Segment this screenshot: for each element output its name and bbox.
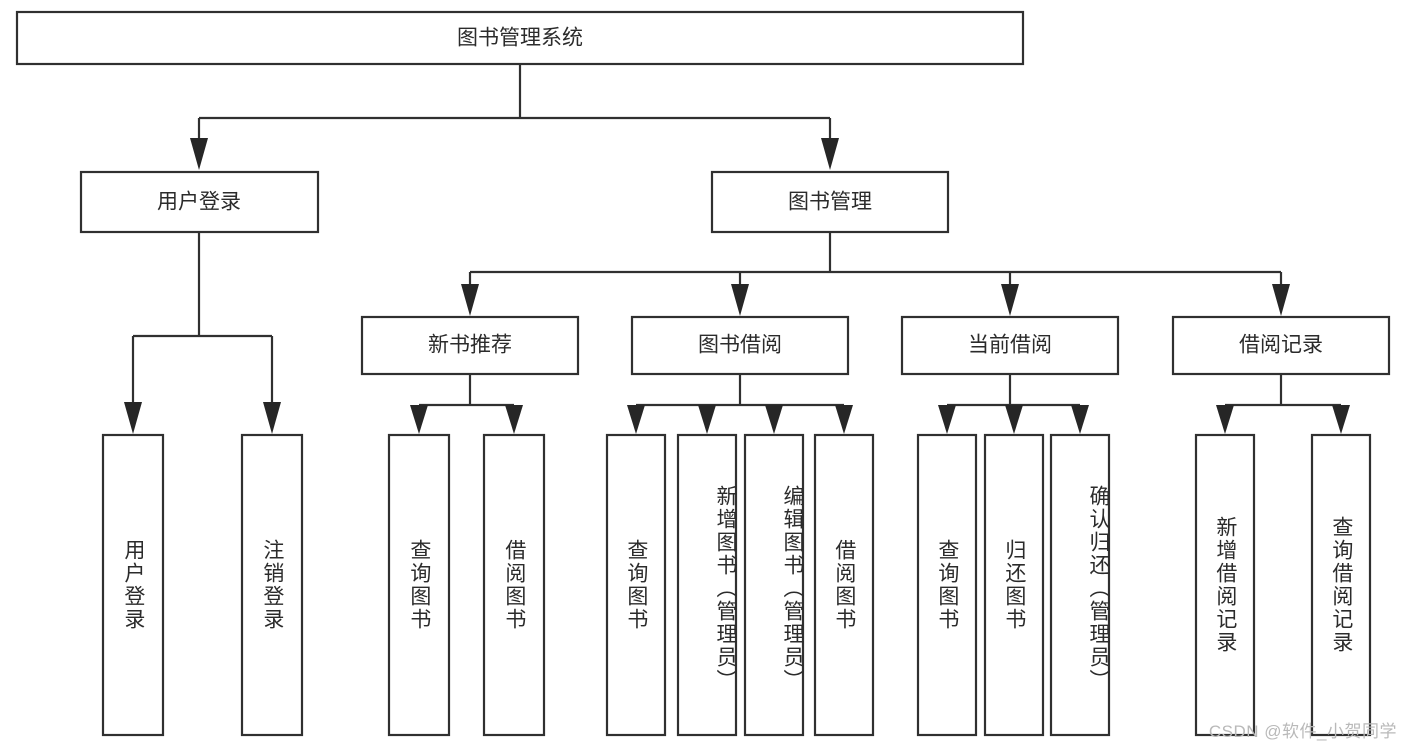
node-new-book-recommend[interactable]: 新书推荐 bbox=[360, 315, 580, 376]
node-root[interactable]: 图书管理系统 bbox=[15, 10, 1025, 66]
arrow-head-newbook-leaf1 bbox=[410, 405, 428, 434]
node-root-box[interactable] bbox=[15, 10, 1025, 66]
node-current-borrow[interactable]: 当前借阅 bbox=[900, 315, 1120, 376]
node-book-borrow-label: 图书借阅 bbox=[698, 334, 782, 357]
leaf-box-logout[interactable] bbox=[240, 433, 304, 737]
arrow-head-current bbox=[1001, 284, 1019, 316]
leaf-box-borrow-query[interactable] bbox=[605, 433, 667, 737]
node-borrow-record-box[interactable] bbox=[1171, 315, 1391, 376]
node-user-login[interactable]: 用户登录 bbox=[79, 170, 320, 234]
node-book-borrow-box[interactable] bbox=[630, 315, 850, 376]
leaf-box-newbook-query[interactable] bbox=[387, 433, 451, 737]
leaf-box-current-confirm[interactable] bbox=[1049, 433, 1111, 737]
node-book-borrow[interactable]: 图书借阅 bbox=[630, 315, 850, 376]
arrow-head-record-leaf2 bbox=[1332, 405, 1350, 434]
arrow-head-bookmgmt bbox=[821, 138, 839, 170]
leaf-box-current-return[interactable] bbox=[983, 433, 1045, 737]
arrow-head-current-leaf1 bbox=[938, 405, 956, 434]
arrow-head-borrow-leaf3 bbox=[765, 405, 783, 434]
arrow-head-newbook bbox=[461, 284, 479, 316]
arrow-head-borrow-leaf1 bbox=[627, 405, 645, 434]
arrow-head-borrow-leaf2 bbox=[698, 405, 716, 434]
node-borrow-record-label: 借阅记录 bbox=[1239, 334, 1323, 357]
arrow-head-record-leaf1 bbox=[1216, 405, 1234, 434]
arrow-head-userlogin bbox=[190, 138, 208, 170]
node-book-management-box[interactable] bbox=[710, 170, 950, 234]
leaf-box-record-query[interactable] bbox=[1310, 433, 1372, 737]
leaf-box-record-add[interactable] bbox=[1194, 433, 1256, 737]
node-book-management-label: 图书管理 bbox=[788, 191, 872, 214]
leaf-box-borrow-lend[interactable] bbox=[813, 433, 875, 737]
node-borrow-record[interactable]: 借阅记录 bbox=[1171, 315, 1391, 376]
arrow-head-borrow bbox=[731, 284, 749, 316]
node-current-borrow-box[interactable] bbox=[900, 315, 1120, 376]
leaf-box-current-query[interactable] bbox=[916, 433, 978, 737]
arrow-head-record bbox=[1272, 284, 1290, 316]
arrow-head-borrow-leaf4 bbox=[835, 405, 853, 434]
arrow-head-current-leaf3 bbox=[1071, 405, 1089, 434]
node-book-management[interactable]: 图书管理 bbox=[710, 170, 950, 234]
node-user-login-box[interactable] bbox=[79, 170, 320, 234]
arrow-head-leaf-logout bbox=[263, 402, 281, 434]
arrow-head-leaf-user-login bbox=[124, 402, 142, 434]
arrow-head-newbook-leaf2 bbox=[505, 405, 523, 434]
leaf-box-borrow-edit[interactable] bbox=[743, 433, 805, 737]
watermark: CSDN @软件_小贺同学 bbox=[1208, 722, 1397, 741]
node-user-login-label: 用户登录 bbox=[157, 191, 241, 214]
leaf-box-user-login[interactable] bbox=[101, 433, 165, 737]
connector-layer bbox=[124, 64, 1350, 434]
node-current-borrow-label: 当前借阅 bbox=[968, 334, 1052, 357]
arrow-head-current-leaf2 bbox=[1005, 405, 1023, 434]
leaf-box-newbook-borrow[interactable] bbox=[482, 433, 546, 737]
leaf-box-borrow-add[interactable] bbox=[676, 433, 738, 737]
node-root-label: 图书管理系统 bbox=[457, 27, 583, 50]
node-new-book-recommend-label: 新书推荐 bbox=[428, 334, 512, 357]
node-new-book-recommend-box[interactable] bbox=[360, 315, 580, 376]
